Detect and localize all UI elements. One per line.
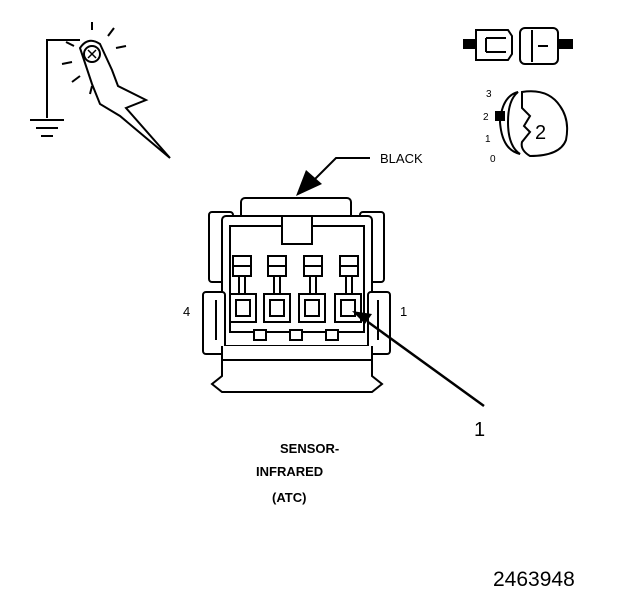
terminal-cavity-1 [334, 255, 362, 323]
figure-number: 2463948 [493, 568, 575, 591]
position-1-label: 1 [485, 134, 491, 145]
connector-pair-icon [463, 27, 573, 65]
callout-arrow [352, 311, 372, 324]
position-0-label: 0 [490, 154, 496, 165]
lock-position-icon [495, 90, 569, 158]
color-leader-arrow [296, 170, 322, 196]
connector-name-line1: SENSOR- [280, 441, 339, 456]
connector-name-line2: INFRARED [256, 464, 323, 479]
terminal-cavity-4 [229, 255, 257, 323]
pin-1-label: 1 [400, 304, 407, 319]
callout-leader-line [367, 320, 485, 408]
terminal-cavity-2 [298, 255, 326, 323]
position-2-label: 2 [483, 112, 489, 123]
position-3-label: 3 [486, 89, 492, 100]
terminal-cavity-3 [263, 255, 291, 323]
callout-number: 1 [474, 419, 485, 441]
connector-name-line3: (ATC) [272, 490, 306, 505]
pin-4-label: 4 [183, 304, 190, 319]
step-number: 2 [535, 122, 546, 144]
test-probe-icon [30, 22, 171, 159]
connector-color-label: BLACK [380, 151, 423, 166]
color-leader-line [313, 157, 370, 181]
